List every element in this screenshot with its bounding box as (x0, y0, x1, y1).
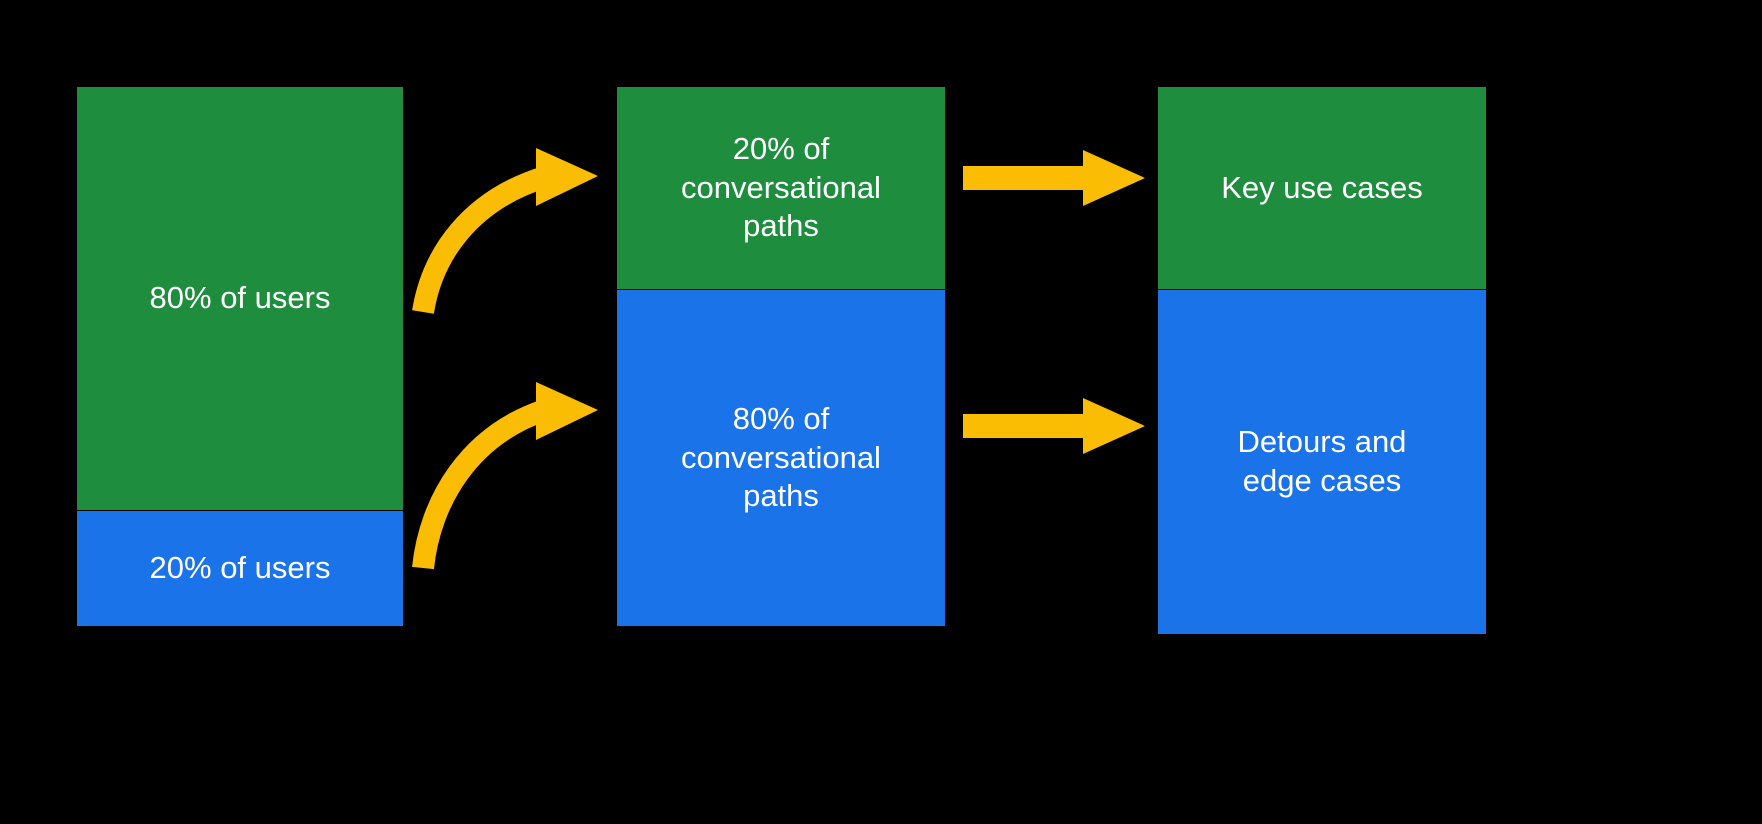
segment-paths-minority: 20% of conversational paths (617, 87, 945, 289)
curved-arrow-icon-top (412, 148, 598, 314)
curved-arrow-icon-bottom (412, 382, 598, 570)
straight-arrow-icon-bottom (963, 398, 1145, 454)
segment-label: 20% of users (149, 550, 331, 586)
segment-label: 80% of conversational paths (681, 400, 881, 514)
segment-label: Key use cases (1221, 169, 1423, 205)
segment-outcome-detours: Detours and edge cases (1158, 290, 1486, 634)
segment-label: 20% of conversational paths (681, 130, 881, 244)
segment-users-minority: 20% of users (77, 511, 403, 626)
segment-users-majority: 80% of users (77, 87, 403, 510)
straight-arrow-icon-top (963, 150, 1145, 206)
segment-label: Detours and edge cases (1237, 424, 1407, 498)
segment-outcome-key: Key use cases (1158, 87, 1486, 289)
segment-paths-majority: 80% of conversational paths (617, 290, 945, 626)
segment-label: 80% of users (149, 280, 331, 316)
